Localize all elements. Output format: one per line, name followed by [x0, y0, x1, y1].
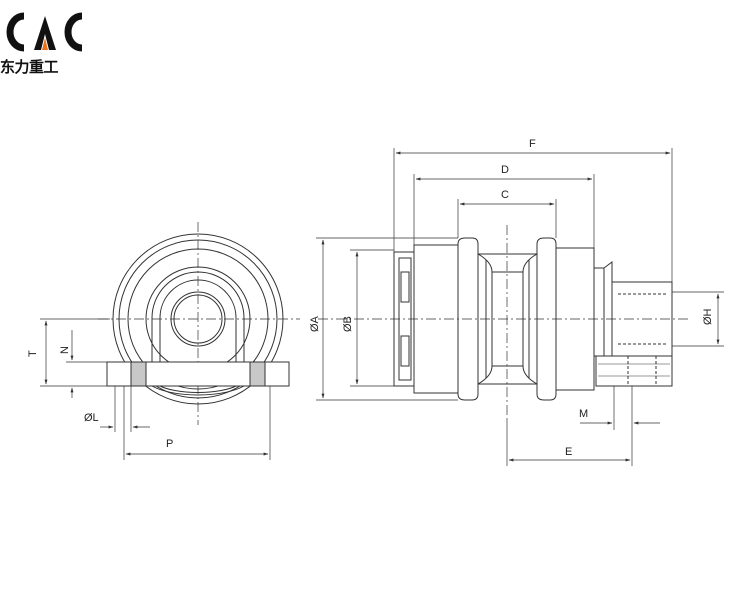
dim-label-d: D [501, 164, 509, 176]
dim-label-e: E [565, 446, 572, 458]
dim-label-l: ØL [84, 412, 99, 424]
side-view-dimensions [316, 148, 724, 466]
dim-label-p: P [166, 438, 173, 450]
dim-label-c: C [501, 189, 509, 201]
dim-label-f: F [529, 138, 536, 150]
dim-label-t: T [27, 350, 39, 357]
side-view [318, 225, 690, 420]
dim-label-a: ØA [309, 315, 321, 332]
dim-label-m: M [579, 408, 588, 420]
company-logo: 东力重工 [0, 8, 90, 78]
dim-label-b: ØB [342, 316, 354, 332]
front-view [98, 222, 300, 425]
dim-label-h: ØH [702, 308, 714, 325]
front-view-dimensions [40, 318, 271, 460]
logo-company-name: 东力重工 [0, 59, 59, 76]
dim-label-n: N [59, 346, 71, 354]
logo-mark [6, 12, 83, 52]
